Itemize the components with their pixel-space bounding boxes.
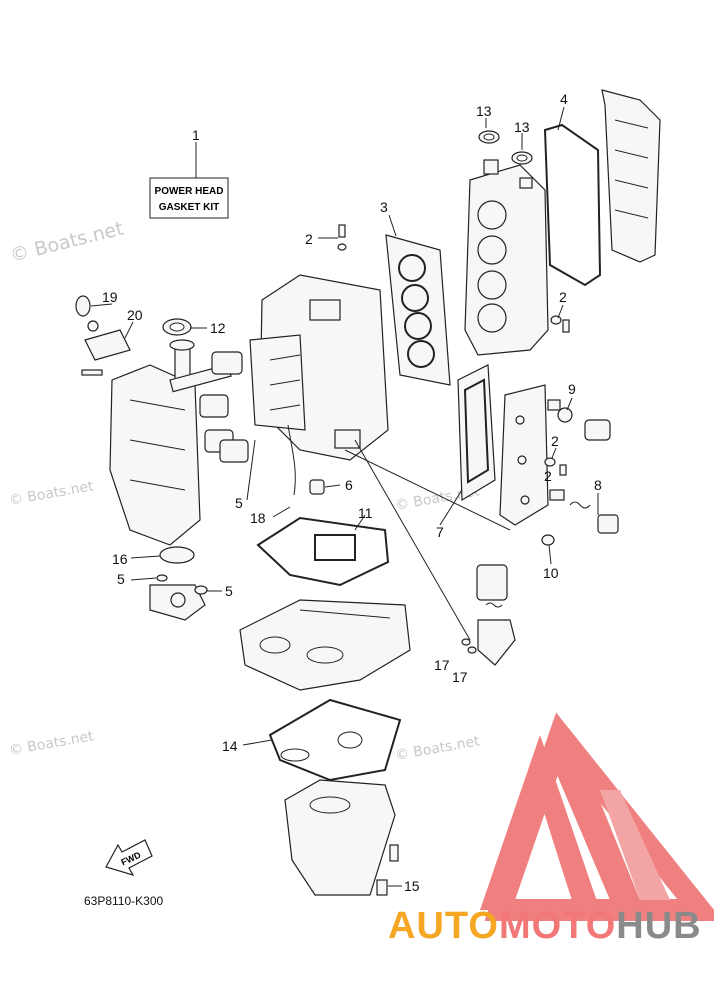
thermostat-cover <box>547 399 611 441</box>
callout-17: 17 <box>434 657 450 673</box>
callout-numbers: 1 2 2 2 2 3 4 5 5 5 6 7 8 9 10 11 12 13 … <box>102 91 602 894</box>
callout-14: 14 <box>222 738 238 754</box>
power-head-gasket-kit-label: POWER HEAD GASKET KIT <box>149 142 229 219</box>
callout-18: 18 <box>250 510 266 526</box>
oil-seal-13b <box>511 151 533 165</box>
crankcase <box>109 364 201 546</box>
callout-16: 16 <box>112 551 128 567</box>
head-cover-gasket <box>543 123 602 287</box>
oil-pan <box>284 779 399 896</box>
o-ring-2c <box>544 457 567 476</box>
callout-9: 9 <box>568 381 576 397</box>
oil-filter <box>461 564 516 666</box>
exhaust-guide <box>239 599 411 691</box>
kit-label-line1: POWER HEAD <box>155 186 224 197</box>
brand-logo-mark <box>480 712 714 921</box>
crankshaft-assembly <box>169 339 249 463</box>
cylinder-head-cover <box>601 89 661 263</box>
callout-13: 13 <box>476 103 492 119</box>
exhaust-cover-plate <box>499 384 549 526</box>
oil-pump-assembly <box>149 546 208 621</box>
exhaust-gasket <box>457 364 496 502</box>
callout-2: 2 <box>559 289 567 305</box>
callout-19: 19 <box>102 289 118 305</box>
brand-auto: AUTO <box>388 905 499 947</box>
diagram-code: 63P8110-K300 <box>84 894 164 908</box>
callout-13: 13 <box>514 119 530 135</box>
pressure-valve <box>541 489 619 546</box>
watermark-large: © Boats.net <box>8 217 126 266</box>
cylinder-head <box>464 159 549 356</box>
oil-seal-12 <box>162 318 192 336</box>
callout-12: 12 <box>210 320 226 336</box>
callout-3: 3 <box>380 199 388 215</box>
callout-5: 5 <box>225 583 233 599</box>
oil-strainer-pipe <box>287 424 325 496</box>
oil-seal-13a <box>478 130 500 144</box>
callout-2: 2 <box>551 433 559 449</box>
fwd-arrow: FWD <box>105 839 153 876</box>
watermark: © Boats.net <box>8 728 95 759</box>
brand-hub: HUB <box>616 905 701 947</box>
watermark: © Boats.net <box>8 478 95 509</box>
leader-lines <box>90 106 599 887</box>
callout-4: 4 <box>560 91 568 107</box>
callout-8: 8 <box>594 477 602 493</box>
svg-text:AUTOMOTOHUB: AUTOMOTOHUB <box>388 905 702 947</box>
callout-7: 7 <box>436 524 444 540</box>
callout-1: 1 <box>192 127 200 143</box>
callout-5: 5 <box>117 571 125 587</box>
callout-6: 6 <box>345 477 353 493</box>
callout-2: 2 <box>305 231 313 247</box>
breather-fitting <box>75 295 131 376</box>
callout-11: 11 <box>358 505 373 521</box>
callout-15: 15 <box>404 878 420 894</box>
automotohub-wordmark: AUTOMOTOHUB <box>388 905 702 947</box>
kit-label-line2: GASKET KIT <box>159 202 220 213</box>
callout-10: 10 <box>543 565 559 581</box>
o-ring-2b <box>550 315 570 333</box>
brand-moto: MOTO <box>499 905 616 947</box>
oil-pan-gasket <box>268 698 402 782</box>
callout-2: 2 <box>544 468 552 484</box>
watermark: © Boats.net <box>394 733 481 764</box>
o-ring-2a <box>337 224 347 251</box>
exhaust-manifold-gasket <box>256 516 390 587</box>
callout-17: 17 <box>452 669 468 685</box>
callout-20: 20 <box>127 307 143 323</box>
cylinder-head-gasket <box>385 234 451 386</box>
callout-5: 5 <box>235 495 243 511</box>
cylinder-block <box>249 274 389 461</box>
